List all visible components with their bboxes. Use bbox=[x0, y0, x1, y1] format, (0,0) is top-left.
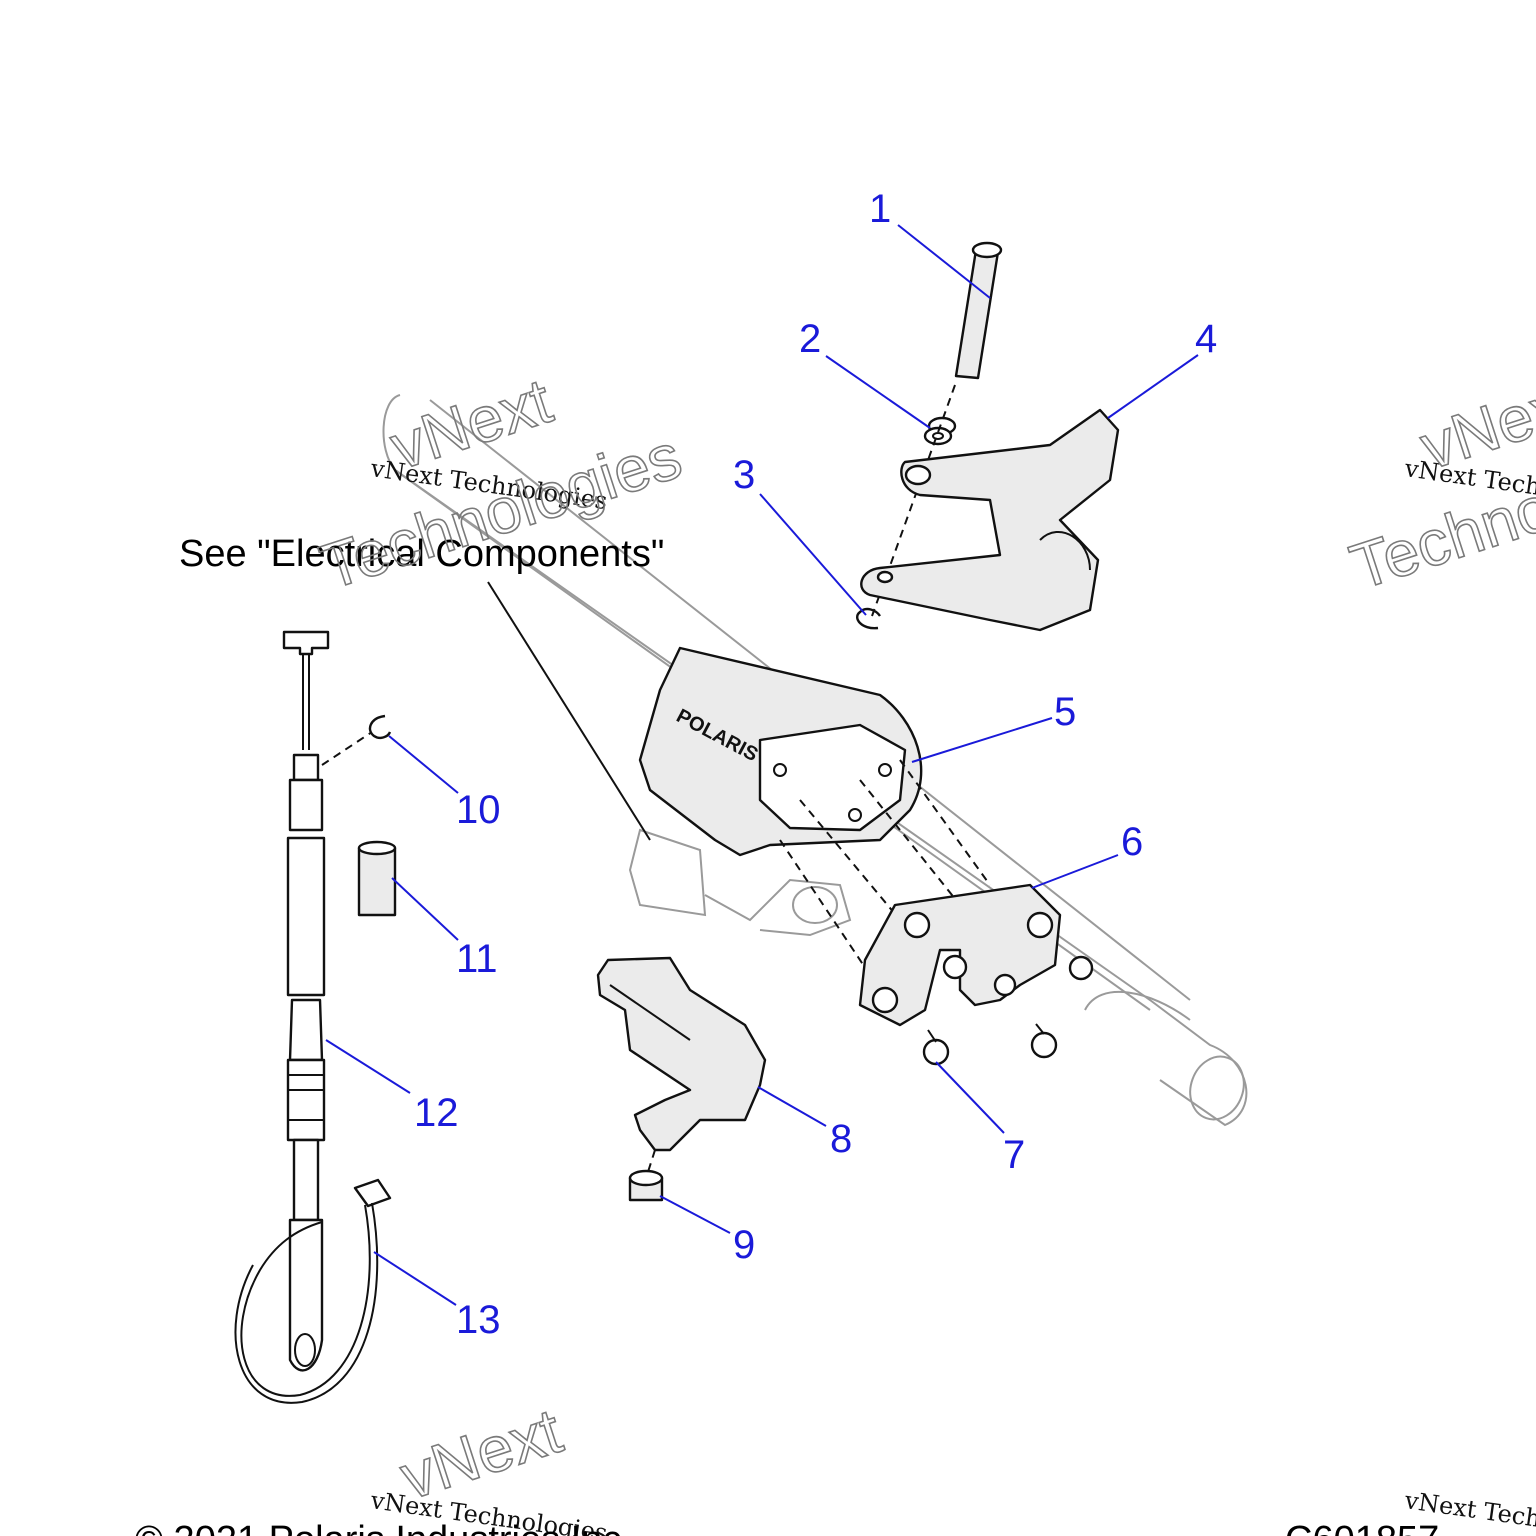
part-6-plate bbox=[858, 883, 1062, 1027]
callout-3: 3 bbox=[733, 453, 755, 497]
leader-note bbox=[487, 581, 651, 841]
leader-13 bbox=[373, 1251, 457, 1306]
part-9-plug bbox=[628, 1149, 664, 1202]
leader-10 bbox=[388, 735, 459, 794]
callout-6: 6 bbox=[1121, 820, 1143, 864]
callout-4: 4 bbox=[1195, 317, 1217, 361]
part-1-pin bbox=[954, 241, 1003, 380]
leader-7 bbox=[935, 1061, 1005, 1134]
figure-code: C601857 bbox=[1285, 1519, 1439, 1536]
leader-8 bbox=[757, 1086, 827, 1127]
leader-5 bbox=[911, 717, 1053, 763]
callout-5: 5 bbox=[1054, 690, 1076, 734]
part-10-clip bbox=[368, 714, 392, 740]
callout-2: 2 bbox=[799, 317, 821, 361]
part-4-bracket bbox=[860, 408, 1120, 632]
part-12-tether bbox=[282, 630, 373, 1372]
callout-11: 11 bbox=[456, 937, 498, 981]
callout-8: 8 bbox=[830, 1117, 852, 1161]
callout-12: 12 bbox=[414, 1091, 459, 1135]
assembly-axis-5c bbox=[799, 799, 901, 921]
leader-4 bbox=[1107, 354, 1199, 419]
part-8-clamp bbox=[596, 956, 767, 1152]
part-2-washers bbox=[923, 416, 957, 446]
see-electrical-note: See "Electrical Components" bbox=[179, 533, 664, 575]
leader-1 bbox=[897, 224, 991, 299]
callout-9: 9 bbox=[733, 1223, 755, 1267]
callout-7: 7 bbox=[1003, 1133, 1025, 1177]
leader-3 bbox=[759, 493, 867, 616]
assembly-axis-5a bbox=[899, 759, 991, 886]
leader-9 bbox=[659, 1195, 731, 1234]
copyright-text: © 2021 Polaris Industries Inc. bbox=[135, 1519, 632, 1536]
part-13-cable-tie bbox=[234, 1178, 392, 1404]
watermark-big-2a: vNext bbox=[1412, 364, 1536, 483]
leader-11 bbox=[391, 877, 459, 941]
part-3-clip bbox=[856, 607, 881, 630]
callout-13: 13 bbox=[456, 1298, 501, 1342]
callout-10: 10 bbox=[456, 788, 501, 832]
part-7-screws bbox=[922, 954, 1094, 1066]
part-11-sleeve bbox=[357, 840, 397, 917]
assembly-axis-5d bbox=[779, 839, 881, 991]
watermark-big-3a: vNext bbox=[392, 1394, 570, 1513]
part-5-housing: POLARIS bbox=[638, 646, 923, 857]
leader-2 bbox=[825, 355, 931, 429]
leader-6 bbox=[1031, 854, 1119, 889]
connector-ghost bbox=[628, 828, 852, 937]
callout-1: 1 bbox=[869, 187, 891, 231]
leader-12 bbox=[325, 1039, 411, 1094]
assembly-axis-5b bbox=[859, 779, 961, 906]
